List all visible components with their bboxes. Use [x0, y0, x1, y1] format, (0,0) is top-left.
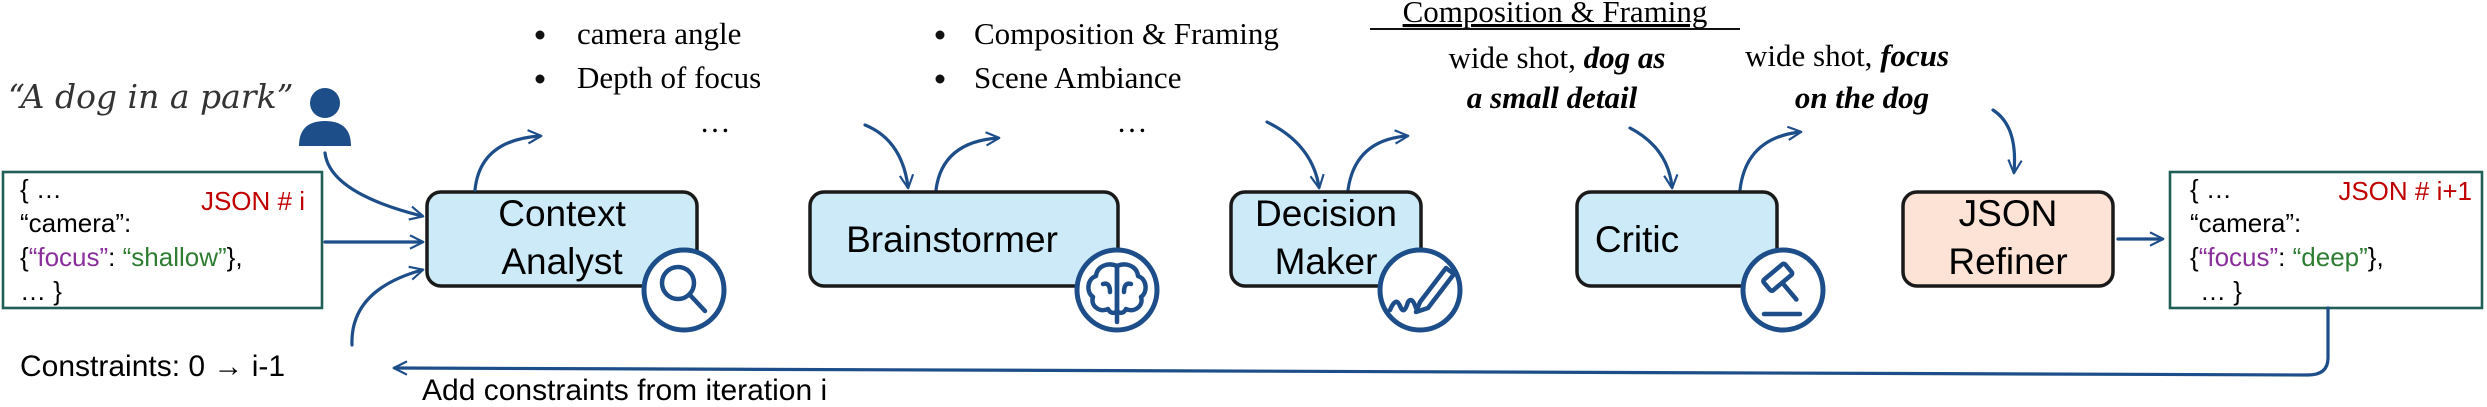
feedback-label: Add constraints from iteration i	[422, 374, 827, 407]
decision-heading: Composition & Framing	[1403, 0, 1708, 29]
json-input-brace-close: },	[227, 242, 243, 272]
json-input-key: “focus”	[29, 242, 108, 272]
arrow-into-brainstormer	[863, 123, 915, 190]
critic-label: Critic	[1595, 219, 1679, 260]
context-analyst-agent[interactable]: Context Analyst	[425, 190, 699, 288]
arrow-brainstormer-to-output	[934, 131, 1001, 192]
pen-signature-icon	[1377, 247, 1463, 333]
decision-maker-label-line2: Maker	[1275, 241, 1378, 282]
json-output-line1: { …	[2190, 174, 2232, 204]
decision-line1-emph: dog as	[1584, 40, 1666, 75]
json-input-tag: JSON # i	[201, 186, 305, 216]
json-output-colon: :	[2278, 242, 2292, 272]
arrow-constraints-to-analyst	[350, 265, 425, 347]
arrow-into-refiner	[1991, 108, 2023, 175]
json-output-value: “deep”	[2293, 242, 2368, 272]
decision-output: Composition & Framing wide shot, dog as …	[1370, 0, 1740, 115]
magnifier-icon	[641, 247, 727, 333]
critic-line2-emph: on the dog	[1795, 80, 1929, 115]
json-refiner-agent[interactable]: JSON Refiner	[1901, 190, 2115, 288]
json-input-colon: :	[108, 242, 122, 272]
arrow-into-decision-maker	[1265, 120, 1325, 190]
json-output-brace-close: },	[2368, 242, 2384, 272]
json-output-line3: {“focus”: “deep”},	[2190, 242, 2384, 272]
analyst-bullet-1: camera angle	[577, 16, 741, 51]
json-output-box: { … “camera”: {“focus”: “deep”}, … } JSO…	[2168, 170, 2484, 310]
json-input-value: “shallow”	[123, 242, 227, 272]
decision-line2-emph: a small detail	[1467, 80, 1638, 115]
brainstormer-agent[interactable]: Brainstormer	[808, 190, 1120, 288]
json-input-line4: … }	[20, 276, 62, 306]
critic-line1-plain: wide shot,	[1745, 38, 1880, 73]
gavel-icon	[1740, 247, 1826, 333]
brain-icon	[1074, 247, 1160, 333]
brainstorm-bullet-2: Scene Ambiance	[974, 60, 1181, 95]
context-analyst-label-line2: Analyst	[501, 241, 623, 282]
brainstormer-label: Brainstormer	[846, 219, 1058, 260]
decision-line1-plain: wide shot,	[1448, 40, 1583, 75]
user-icon	[299, 88, 351, 146]
brainstorm-bullet-1: Composition & Framing	[974, 16, 1279, 51]
json-refiner-label-line2: Refiner	[1948, 241, 2067, 282]
critic-output: wide shot, focus on the dog	[1745, 38, 1949, 115]
json-input-line3: {“focus”: “shallow”},	[20, 242, 243, 272]
arrow-user-to-analyst	[323, 151, 425, 221]
arrow-critic-to-output	[1738, 125, 1803, 192]
constraints-label: Constraints: 0 → i-1	[20, 350, 285, 383]
arrow-into-critic	[1628, 126, 1679, 190]
arrow-analyst-to-output	[473, 129, 543, 192]
critic-line1-emph: focus	[1880, 38, 1949, 73]
brainstorm-output: Composition & Framing Scene Ambiance …	[935, 16, 1279, 139]
json-output-tag: JSON # i+1	[2338, 176, 2472, 206]
decision-line-1: wide shot, dog as	[1448, 40, 1665, 75]
brainstorm-more: …	[1117, 104, 1148, 139]
json-input-line1: { …	[20, 174, 62, 204]
analyst-output: camera angle Depth of focus …	[535, 16, 761, 139]
critic-agent[interactable]: Critic	[1575, 190, 1779, 288]
critic-line-1: wide shot, focus	[1745, 38, 1949, 73]
prompt-text: “A dog in a park”	[8, 77, 293, 116]
arrow-decision-maker-to-output	[1346, 129, 1410, 192]
arrow-feedback-loop	[392, 306, 2330, 377]
json-input-brace-open: {	[20, 242, 29, 272]
json-input-line2: “camera”:	[20, 208, 131, 238]
json-refiner-label-line1: JSON	[1959, 193, 2058, 234]
context-analyst-label-line1: Context	[498, 193, 626, 234]
json-output-line2: “camera”:	[2190, 208, 2301, 238]
analyst-more: …	[700, 104, 731, 139]
json-output-brace-open: {	[2190, 242, 2199, 272]
decision-maker-label-line1: Decision	[1255, 193, 1397, 234]
json-output-line4: … }	[2200, 276, 2242, 306]
json-output-key: “focus”	[2199, 242, 2278, 272]
analyst-bullet-2: Depth of focus	[577, 60, 761, 95]
decision-maker-agent[interactable]: Decision Maker	[1229, 190, 1423, 288]
json-input-box: { … “camera”: {“focus”: “shallow”}, … } …	[1, 170, 324, 310]
